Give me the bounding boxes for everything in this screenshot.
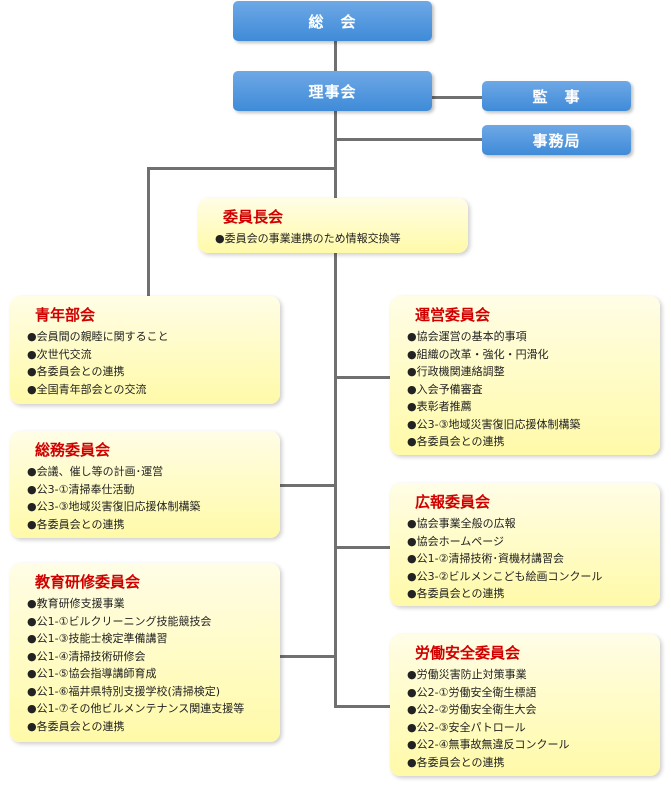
committee-item: 労働災害防止対策事業 xyxy=(407,666,660,684)
committee-item: 各委員会との連携 xyxy=(407,754,660,772)
committee-item: 公1-③技能士検定準備講習 xyxy=(27,630,280,648)
connector xyxy=(335,376,390,379)
committee-item: 公2-③安全パトロール xyxy=(407,719,660,737)
committee-box: 教育研修委員会 教育研修支援事業公1-①ビルクリーニング技能競技会公1-③技能士… xyxy=(10,563,280,742)
connector xyxy=(335,705,390,708)
secretariat-label: 事務局 xyxy=(532,131,581,150)
committee-item: 公3-③地域災害復旧応援体制構築 xyxy=(407,416,660,434)
committee-title: 委員長会 xyxy=(223,208,284,226)
committee-box: 広報委員会 協会事業全般の広報協会ホームページ公1-②清掃技術･資機材講習会公3… xyxy=(390,483,660,606)
committee-title: 広報委員会 xyxy=(415,493,491,511)
committee-item: 表彰者推薦 xyxy=(407,398,660,416)
committee-item: 各委員会との連携 xyxy=(27,363,280,381)
connector xyxy=(335,138,482,141)
committee-item: 公1-②清掃技術･資機材講習会 xyxy=(407,550,660,568)
committee-item: 次世代交流 xyxy=(27,346,280,364)
general-meeting-label: 総 会 xyxy=(308,12,357,31)
committee-item: 協会事業全般の広報 xyxy=(407,515,660,533)
connector xyxy=(147,167,336,170)
committee-item: 公3-①清掃奉仕活動 xyxy=(27,481,280,499)
committee-item: 協会ホームページ xyxy=(407,533,660,551)
committee-item: 各委員会との連携 xyxy=(27,516,280,534)
committee-item: 公1-①ビルクリーニング技能競技会 xyxy=(27,613,280,631)
committee-item: 会議、催し等の計画･運営 xyxy=(27,463,280,481)
committee-title: 総務委員会 xyxy=(35,441,111,459)
committee-item: 委員会の事業連携のため情報交換等 xyxy=(215,230,468,248)
committee-title: 労働安全委員会 xyxy=(415,644,521,662)
committee-box: 委員長会委員会の事業連携のため情報交換等 xyxy=(198,198,468,253)
committee-item: 入会予備審査 xyxy=(407,381,660,399)
committee-item: 公3-③地域災害復旧応援体制構築 xyxy=(27,498,280,516)
auditor-label: 監 事 xyxy=(532,87,581,106)
connector xyxy=(280,655,335,658)
connector xyxy=(335,546,390,549)
board-label: 理事会 xyxy=(308,82,357,101)
committee-item: 教育研修支援事業 xyxy=(27,595,280,613)
committee-item: 会員間の親睦に関すること xyxy=(27,328,280,346)
committee-box: 総務委員会 会議、催し等の計画･運営公3-①清掃奉仕活動公3-③地域災害復旧応援… xyxy=(10,431,280,538)
connector xyxy=(334,41,337,708)
committee-box: 労働安全委員会 労働災害防止対策事業公2-①労働安全衛生標語公2-②労働安全衛生… xyxy=(390,634,660,776)
committee-item: 各委員会との連携 xyxy=(27,718,280,736)
secretariat-box: 事務局 xyxy=(482,125,631,155)
committee-item: 各委員会との連携 xyxy=(407,585,660,603)
committee-item: 各委員会との連携 xyxy=(407,433,660,451)
committee-item: 協会運営の基本的事項 xyxy=(407,328,660,346)
committee-item: 公1-⑦その他ビルメンテナンス関連支援等 xyxy=(27,700,280,718)
connector xyxy=(432,96,482,99)
committee-box: 青年部会 会員間の親睦に関すること次世代交流各委員会との連携全国青年部会との交流 xyxy=(10,296,280,404)
committee-title: 運営委員会 xyxy=(415,306,491,324)
committee-item: 公2-④無事故無違反コンクール xyxy=(407,736,660,754)
committee-item: 公2-①労働安全衛生標語 xyxy=(407,684,660,702)
general-meeting-box: 総 会 xyxy=(233,1,432,41)
committee-item: 公2-②労働安全衛生大会 xyxy=(407,701,660,719)
committee-box: 運営委員会 協会運営の基本的事項組織の改革・強化・円滑化行政機関連絡調整入会予備… xyxy=(390,296,660,455)
committee-item: 行政機関連絡調整 xyxy=(407,363,660,381)
committee-item: 公3-②ビルメンこども絵画コンクール xyxy=(407,568,660,586)
committee-item: 組織の改革・強化・円滑化 xyxy=(407,346,660,364)
committee-item: 公1-⑤協会指導講師育成 xyxy=(27,665,280,683)
committee-title: 教育研修委員会 xyxy=(35,573,141,591)
auditor-box: 監 事 xyxy=(482,81,631,111)
committee-item: 公1-⑥福井県特別支援学校(清掃検定) xyxy=(27,683,280,701)
connector xyxy=(147,167,150,297)
committee-item: 公1-④清掃技術研修会 xyxy=(27,648,280,666)
connector xyxy=(280,484,335,487)
committee-item: 全国青年部会との交流 xyxy=(27,381,280,399)
committee-title: 青年部会 xyxy=(35,306,96,324)
board-box: 理事会 xyxy=(233,71,432,111)
